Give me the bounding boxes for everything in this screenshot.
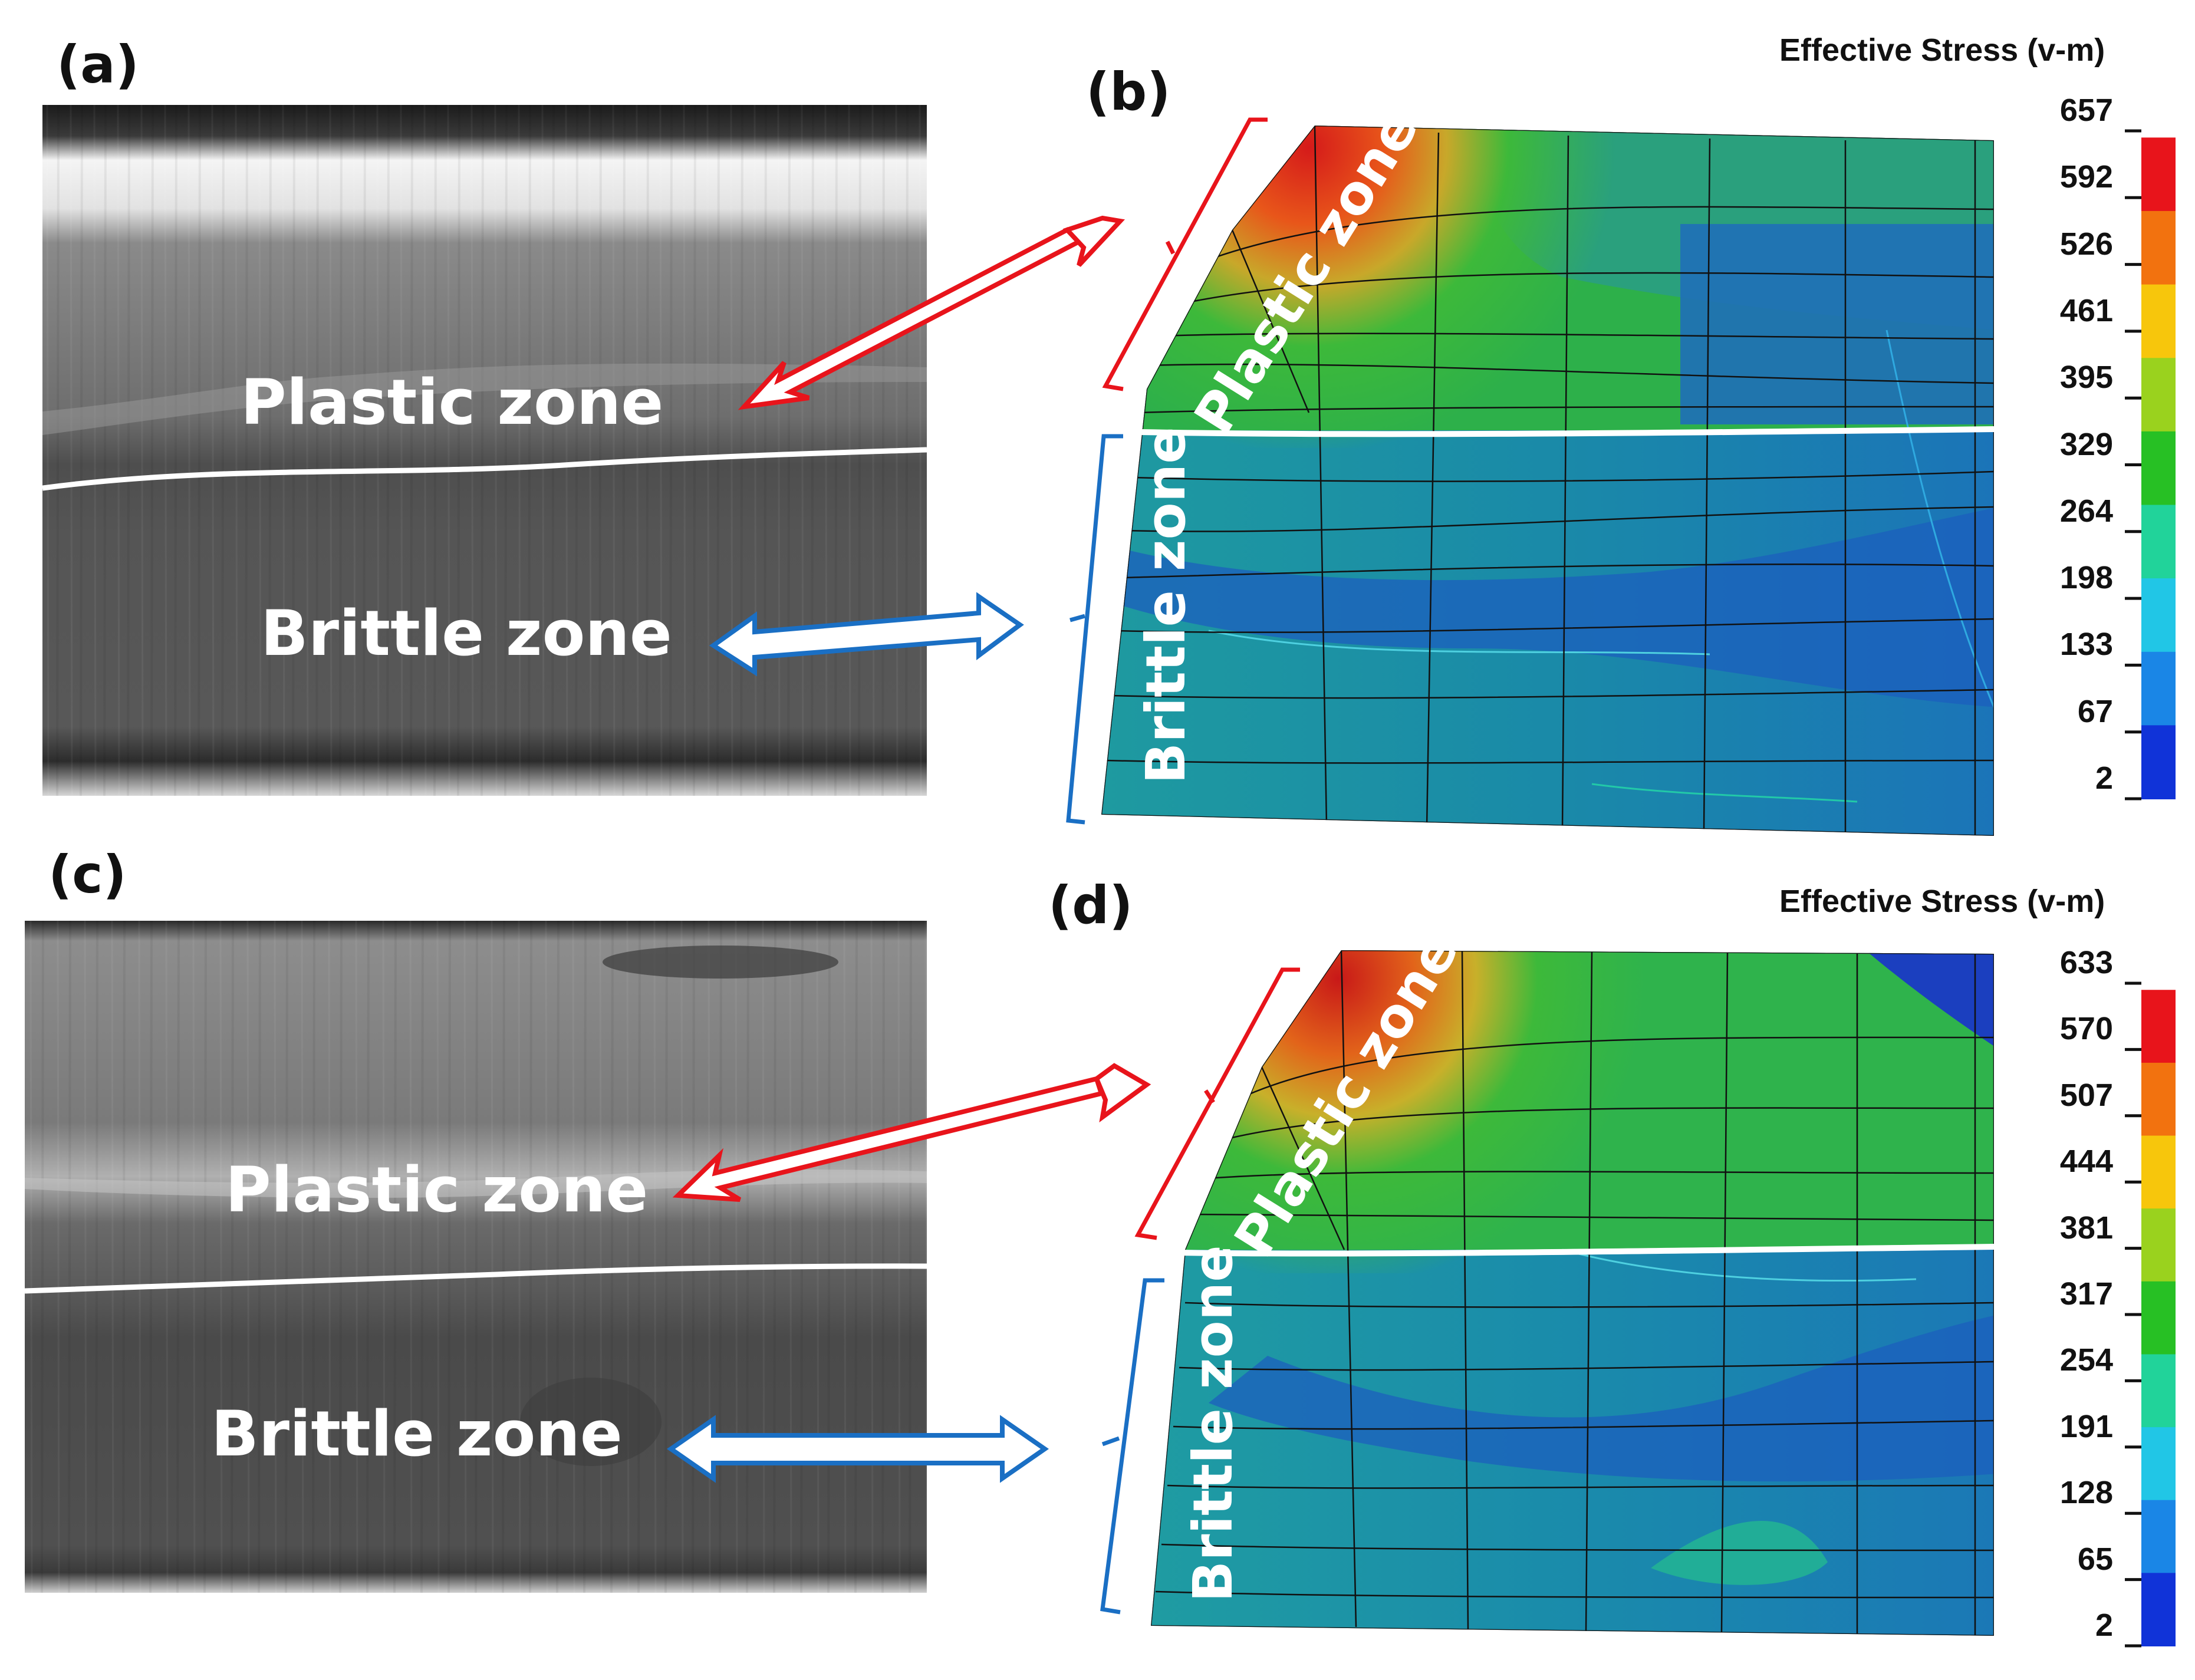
legend-color-b-3 [2141, 358, 2176, 432]
sem-image-c [25, 921, 927, 1593]
plastic-zone-label-c: Plastic zone [225, 1154, 649, 1226]
plastic-arrow-cd [672, 1063, 1151, 1202]
legend-title-b: Effective Stress (v-m) [1779, 32, 2105, 68]
legend-value-b-4: 395 [2059, 360, 2113, 396]
legend-value-d-5: 317 [2059, 1276, 2113, 1312]
legend-value-b-1: 592 [2059, 159, 2113, 195]
legend-color-d-5 [2141, 1354, 2176, 1428]
legend-value-b-5: 329 [2059, 426, 2113, 462]
brittle-bracket-d [1100, 1278, 1164, 1615]
legend-color-b-5 [2141, 505, 2176, 579]
brittle-zone-label-a: Brittle zone [261, 597, 672, 670]
legend-value-d-7: 191 [2059, 1408, 2113, 1444]
brittle-zone-label-c: Brittle zone [211, 1398, 623, 1470]
legend-value-d-1: 570 [2059, 1011, 2113, 1047]
legend-value-b-10: 2 [2095, 760, 2113, 796]
plastic-zone-label-a: Plastic zone [241, 366, 664, 439]
legend-color-b-4 [2141, 431, 2176, 506]
sem-image-a [42, 105, 927, 796]
legend-value-d-9: 65 [2077, 1541, 2113, 1577]
panel-label-d: (d) [1048, 875, 1133, 935]
brittle-arrow-ab [709, 592, 1024, 677]
legend-value-d-6: 254 [2059, 1342, 2113, 1378]
legend-color-d-0 [2141, 990, 2176, 1063]
legend-value-b-2: 526 [2059, 226, 2113, 262]
legend-color-d-2 [2141, 1135, 2176, 1210]
plastic-bracket-d [1134, 967, 1300, 1240]
legend-color-b-7 [2141, 651, 2176, 726]
sem-micrograph-c [25, 921, 927, 1593]
legend-color-d-3 [2141, 1208, 2176, 1282]
legend-color-b-6 [2141, 578, 2176, 653]
legend-value-d-3: 444 [2059, 1144, 2113, 1180]
legend-value-b-9: 67 [2077, 693, 2113, 729]
legend-color-b-0 [2141, 137, 2176, 212]
plastic-bracket-b [1102, 117, 1268, 391]
brittle-bracket-b [1066, 434, 1123, 825]
legend-color-d-4 [2141, 1281, 2176, 1355]
panel-label-a: (a) [57, 34, 139, 95]
legend-value-d-2: 507 [2059, 1077, 2113, 1113]
legend-color-d-1 [2141, 1062, 2176, 1137]
brittle-arrow-cd [666, 1415, 1049, 1483]
legend-value-d-10: 2 [2095, 1607, 2113, 1643]
legend-value-d-8: 128 [2059, 1475, 2113, 1511]
legend-value-d-0: 633 [2059, 945, 2113, 980]
plastic-arrow-ab [738, 215, 1126, 410]
legend-value-d-4: 381 [2059, 1210, 2113, 1246]
legend-color-b-8 [2141, 725, 2176, 799]
legend-color-b-2 [2141, 284, 2176, 359]
legend-color-b-1 [2141, 210, 2176, 285]
legend-color-d-7 [2141, 1500, 2176, 1574]
sem-micrograph-a [42, 105, 927, 796]
legend-title-d: Effective Stress (v-m) [1779, 884, 2105, 919]
legend-value-b-7: 198 [2059, 560, 2113, 596]
legend-value-b-0: 657 [2059, 93, 2113, 128]
panel-label-c: (c) [48, 844, 127, 905]
legend-value-b-8: 133 [2059, 627, 2113, 663]
legend-value-b-3: 461 [2059, 292, 2113, 328]
legend-value-b-6: 264 [2059, 493, 2113, 529]
legend-color-d-8 [2141, 1573, 2176, 1646]
legend-color-d-6 [2141, 1427, 2176, 1501]
panel-label-b: (b) [1086, 61, 1171, 122]
